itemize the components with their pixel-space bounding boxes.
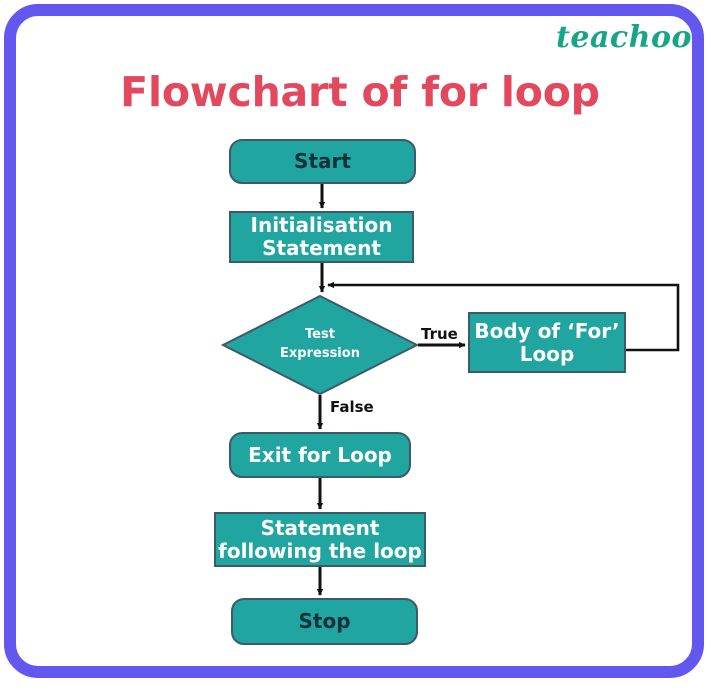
node-statement-following-the-loop-label: Statement following the loop bbox=[218, 515, 422, 563]
page-title: Flowchart of for loop bbox=[120, 68, 600, 116]
stmt-line-2: following the loop bbox=[218, 538, 422, 563]
node-test-expression-label: Test Expression bbox=[222, 295, 418, 395]
teachoo-logo: teachoo bbox=[556, 20, 692, 55]
node-initialisation-statement-label: Initialisation Statement bbox=[251, 214, 393, 260]
node-test-expression[interactable]: Test Expression bbox=[222, 295, 418, 395]
node-body-of-for-loop-label: Body of ‘For’ Loop bbox=[474, 318, 620, 366]
init-line-1: Initialisation bbox=[250, 213, 393, 237]
node-exit-for-loop[interactable]: Exit for Loop bbox=[229, 432, 411, 478]
node-start-label: Start bbox=[294, 149, 351, 173]
test-line-1: Test bbox=[305, 327, 335, 343]
node-body-of-for-loop[interactable]: Body of ‘For’ Loop bbox=[468, 312, 626, 373]
body-line-1: Body of ‘For’ bbox=[474, 318, 620, 343]
test-line-2: Expression bbox=[280, 346, 360, 361]
node-stop[interactable]: Stop bbox=[231, 598, 418, 645]
node-stop-label: Stop bbox=[298, 609, 351, 633]
node-statement-following-the-loop[interactable]: Statement following the loop bbox=[214, 512, 426, 567]
init-line-2: Statement bbox=[262, 236, 381, 260]
node-start[interactable]: Start bbox=[229, 139, 416, 184]
edge-body-loopback bbox=[327, 281, 680, 352]
test-expression-diamond-shape bbox=[220, 294, 420, 396]
stmt-line-1: Statement bbox=[260, 515, 380, 540]
edge-label-true: True bbox=[421, 325, 458, 343]
node-initialisation-statement[interactable]: Initialisation Statement bbox=[229, 211, 414, 263]
node-exit-for-loop-label: Exit for Loop bbox=[248, 442, 392, 467]
body-line-2: Loop bbox=[519, 341, 575, 366]
edge-label-false: False bbox=[330, 398, 374, 416]
